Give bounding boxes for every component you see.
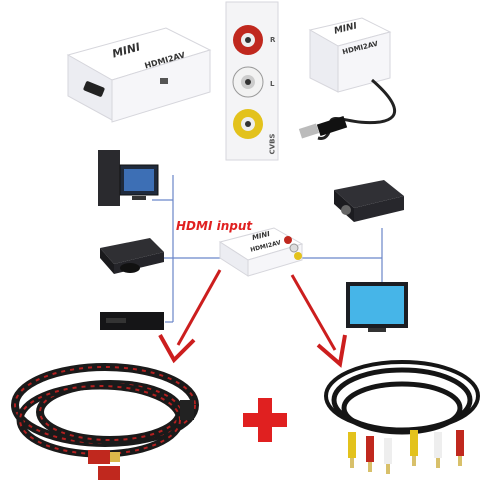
converter-center [218, 227, 304, 277]
rca-cable-icon [324, 360, 480, 474]
red-arrows [158, 269, 347, 368]
hdmi-input-label: HDMI input [176, 219, 253, 233]
set-top-box-icon [100, 312, 164, 330]
tv-icon [346, 282, 408, 332]
port-label-l: L [270, 80, 275, 88]
port-label-r: R [270, 36, 276, 44]
converter-rca-face [225, 1, 279, 161]
projector-icon [334, 180, 404, 222]
converter-front-view [66, 27, 212, 123]
hdmi-cable-icon [11, 363, 199, 480]
plus-icon [243, 398, 287, 442]
game-console-icon [100, 238, 164, 274]
port-label-cvbs: CVBS [268, 133, 277, 155]
computer-icon [98, 150, 159, 206]
converter-with-usb-cable [298, 17, 397, 140]
